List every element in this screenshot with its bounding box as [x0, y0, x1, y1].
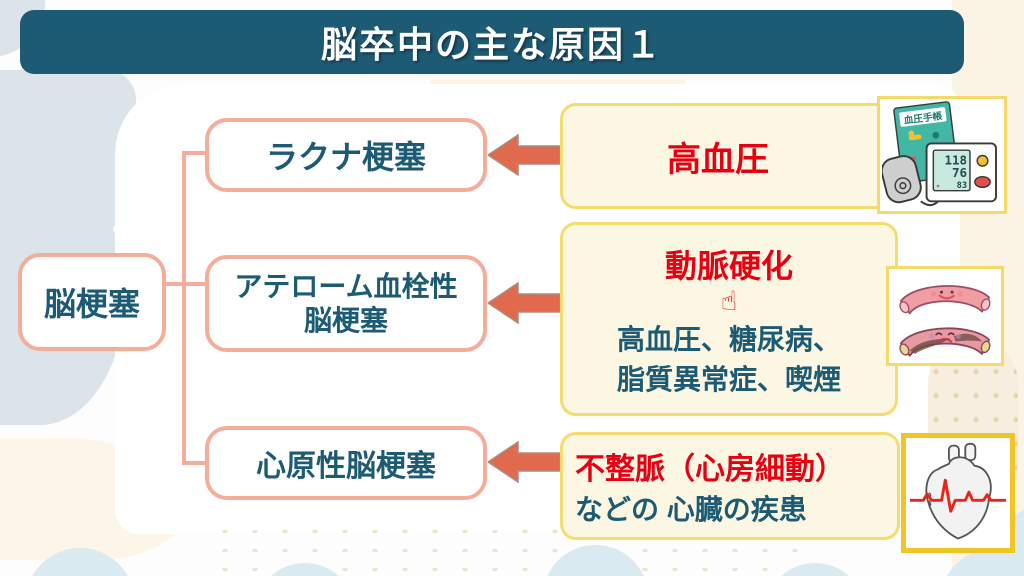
page-title: 脳卒中の主な原因１: [320, 24, 663, 65]
node-atherothrombotic-infarction: アテローム血栓性 脳梗塞: [205, 255, 487, 352]
cause-box-arteriosclerosis: 動脈硬化 ☝ 高血圧、糖尿病、 脂質異常症、喫煙: [560, 222, 898, 416]
node-lacunar-infarction: ラクナ梗塞: [205, 118, 487, 192]
connector-stub-top: [184, 151, 206, 155]
title-bar: 脳卒中の主な原因１: [20, 10, 964, 74]
svg-text:♥: ♥: [910, 153, 918, 166]
node-cardiogenic-infarction: 心原性脳梗塞: [205, 426, 487, 500]
left-arrow-icon: [488, 281, 560, 325]
healthy-vs-hardened-vessel-icon: [899, 285, 991, 357]
cause-detail-line2: 脂質異常症、喫煙: [616, 363, 841, 395]
cause-title: 高血圧: [667, 140, 769, 179]
node-label-line1: アテローム血栓性: [234, 271, 458, 303]
cause-title-red: 不整脈（心房細動）: [575, 453, 845, 486]
node-label-line2: 脳梗塞: [303, 304, 388, 336]
heart-ecg-illustration: [901, 433, 1015, 553]
heart-ecg-icon: [910, 442, 1006, 540]
node-label: ラクナ梗塞: [265, 139, 426, 175]
svg-text:83: 83: [957, 181, 967, 191]
blood-pressure-illustration: 血圧手帳 ♥ 118 76 83 ♥: [877, 96, 1007, 214]
cause-detail-line1: 高血圧、糖尿病、: [616, 323, 841, 355]
blood-pressure-monitor-icon: 血圧手帳 ♥ 118 76 83 ♥: [882, 101, 997, 207]
cause-title: 動脈硬化: [664, 247, 793, 284]
svg-text:76: 76: [952, 165, 967, 180]
svg-text:118: 118: [944, 153, 967, 168]
left-arrow-icon: [488, 440, 560, 484]
left-arrow-icon: [488, 133, 560, 177]
connector-stub-root: [164, 282, 206, 286]
blood-vessel-illustration: [886, 266, 1004, 366]
cause-box-heart-disease: 不整脈（心房細動） などの 心臓の疾患: [560, 432, 900, 540]
node-cerebral-infarction: 脳梗塞: [18, 253, 166, 351]
cause-title-rest: などの 心臓の疾患: [575, 494, 807, 525]
node-label: 脳梗塞: [43, 286, 140, 322]
node-label: 心原性脳梗塞: [256, 450, 436, 483]
connector-stub-bottom: [184, 461, 206, 465]
svg-text:♥: ♥: [936, 184, 940, 190]
connector-trunk: [182, 151, 186, 465]
svg-text:血圧手帳: 血圧手帳: [903, 110, 943, 127]
pointing-finger-icon: ☝: [720, 285, 738, 316]
